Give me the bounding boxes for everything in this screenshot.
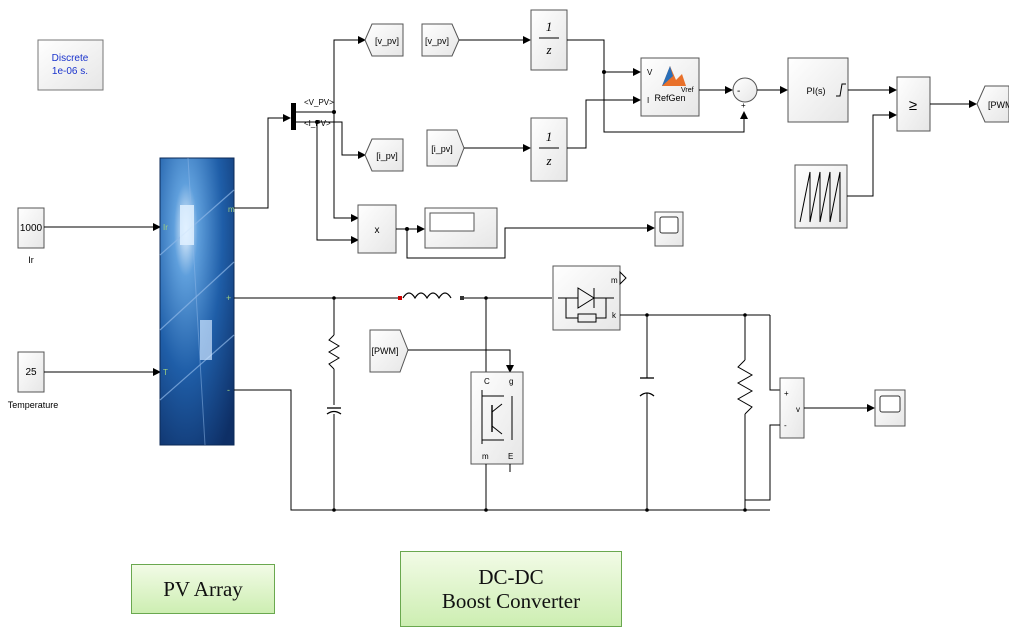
pi-label: PI(s): [807, 86, 826, 96]
refgen-output-vref: Vref: [681, 87, 694, 94]
pv-array-block[interactable]: m Ir T + -: [159, 157, 235, 446]
from-v-pv-block[interactable]: [v_pv]: [421, 23, 460, 57]
from-v-pv-tag: [v_pv]: [425, 36, 449, 46]
bus-signal-v: <V_PV>: [304, 98, 334, 107]
voltage-measurement-block[interactable]: + - v: [779, 377, 805, 439]
vmeter-minus: -: [784, 421, 787, 430]
delay-v-den: z: [545, 42, 551, 57]
v-feedback-wire: [603, 72, 748, 133]
sawtooth-wave-icon: [799, 171, 841, 223]
sum-minus-sign: -: [737, 86, 740, 97]
power-scope-block[interactable]: [654, 211, 684, 247]
matlab-logo-icon: [662, 66, 686, 86]
sum-plus-sign: +: [741, 101, 746, 110]
from-pwm-block[interactable]: [PWM]: [369, 329, 409, 373]
temperature-label: Temperature: [8, 400, 59, 410]
negative-return-rail: [234, 389, 770, 511]
coil-icon: [402, 292, 452, 300]
input-capacitor[interactable]: [326, 407, 342, 415]
goto-v-pv-block[interactable]: [v_pv]: [364, 23, 404, 57]
sum-block[interactable]: - +: [732, 77, 758, 110]
refgen-matlab-function-block[interactable]: V I Vref RefGen: [640, 57, 700, 117]
irradiance-value: 1000: [20, 223, 43, 234]
product-block[interactable]: x: [357, 204, 397, 254]
igbt-transistor-icon: [481, 390, 513, 444]
power-display-block[interactable]: [424, 207, 498, 249]
vmeter-plus: +: [784, 389, 789, 398]
pv-array-caption-text: PV Array: [163, 577, 243, 601]
goto-pwm-block[interactable]: [PWM: [976, 85, 1009, 123]
output-scope-block[interactable]: [874, 389, 906, 427]
delay-i-den: z: [545, 153, 551, 168]
goto-v-pv-tag: [v_pv]: [375, 36, 399, 46]
product-symbol: x: [375, 225, 380, 236]
refgen-input-v: V: [647, 68, 653, 77]
sawtooth-generator-block[interactable]: [794, 164, 848, 229]
relational-operator-block[interactable]: ≥: [896, 76, 931, 132]
from-i-pv-tag: [i_pv]: [431, 144, 453, 154]
pv-measure-wire: [234, 114, 291, 209]
powergui-solver-block[interactable]: Discrete 1e-06 s.: [37, 39, 104, 91]
refgen-name: RefGen: [654, 93, 685, 103]
carrier-wire: [847, 111, 897, 197]
delay-i-num: 1: [546, 129, 553, 144]
goto-pwm-tag: [PWM: [988, 100, 1009, 110]
diode-port-m: m: [611, 276, 618, 285]
solver-step: 1e-06 s.: [52, 66, 88, 77]
pwm-gate-wire: [408, 349, 514, 373]
load-resistor[interactable]: [736, 359, 754, 415]
bus-selector-block[interactable]: <V_PV> <I_PV>: [291, 98, 334, 130]
pi-controller-block[interactable]: PI(s): [787, 57, 849, 123]
temperature-value: 25: [25, 367, 37, 378]
goto-i-pv-block[interactable]: [i_pv]: [364, 138, 404, 172]
igbt-switch-block[interactable]: C g m E: [470, 371, 524, 465]
pv-port-plus: +: [226, 293, 231, 303]
ipv-to-product-wire: [316, 122, 359, 244]
pv-port-ir: Ir: [163, 223, 168, 232]
diode-port-k: k: [612, 311, 617, 320]
pv-port-minus: -: [227, 385, 230, 395]
igbt-port-e: E: [508, 452, 513, 461]
unit-delay-i-block[interactable]: 1 z: [530, 117, 568, 182]
diode-icon: [558, 287, 614, 323]
compare-symbol: ≥: [909, 97, 917, 114]
irradiance-label: Ir: [28, 255, 34, 265]
igbt-port-g: g: [509, 377, 513, 386]
input-resistor[interactable]: [328, 334, 340, 370]
solver-type: Discrete: [52, 53, 89, 64]
from-pwm-tag: [PWM]: [372, 346, 399, 356]
saturation-icon: [836, 83, 846, 97]
goto-i-pv-tag: [i_pv]: [376, 151, 398, 161]
diode-block[interactable]: m k: [552, 265, 621, 331]
igbt-port-m: m: [482, 452, 489, 461]
from-i-pv-block[interactable]: [i_pv]: [426, 129, 465, 167]
pv-port-m: m: [228, 205, 235, 214]
boost-caption-line2: Boost Converter: [441, 589, 581, 613]
inductor-block[interactable]: [398, 292, 464, 300]
temperature-constant-block[interactable]: 25 Temperature: [8, 351, 59, 410]
boost-converter-caption: DC-DC Boost Converter: [400, 551, 622, 627]
igbt-port-c: C: [484, 377, 490, 386]
delay-v-num: 1: [546, 19, 553, 34]
unit-delay-v-block[interactable]: 1 z: [530, 9, 568, 71]
vmeter-v: v: [796, 405, 800, 414]
vpv-wire: [296, 36, 366, 113]
power-to-scope-wire: [406, 224, 655, 259]
pv-array-caption: PV Array: [131, 564, 275, 614]
delay-v-to-refgen-wire: [567, 39, 641, 76]
refgen-input-i: I: [647, 96, 649, 105]
vpv-to-product-wire: [333, 112, 359, 222]
boost-caption-line1: DC-DC: [478, 565, 544, 589]
pv-port-t: T: [163, 368, 168, 377]
irradiance-constant-block[interactable]: 1000 Ir: [17, 207, 45, 265]
delay-i-to-refgen-wire: [567, 96, 641, 149]
